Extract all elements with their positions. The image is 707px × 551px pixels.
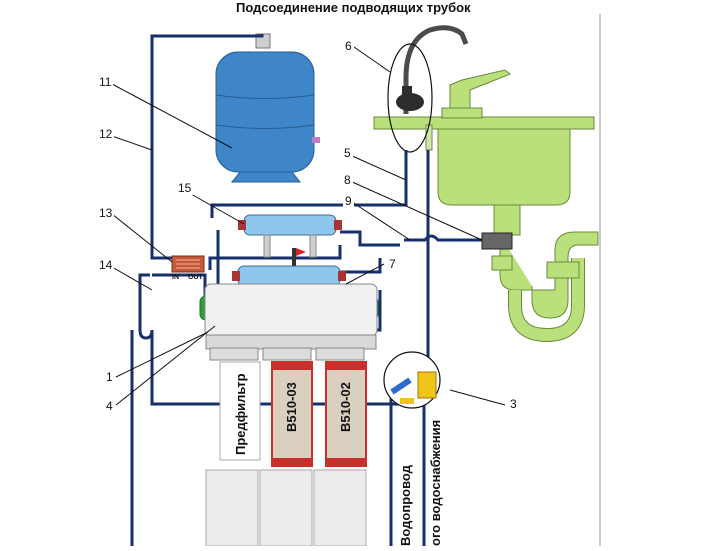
pipes (130, 34, 490, 546)
cartridge-b510-02-label: B510-02 (338, 382, 353, 432)
storage-tank (215, 33, 320, 183)
post-filter (238, 214, 342, 258)
callout-3: 3 (508, 397, 519, 411)
callout-6: 6 (343, 39, 354, 53)
callout-4: 4 (104, 399, 115, 413)
callout-7: 7 (387, 257, 398, 271)
cartridge-b510-03-label: B510-03 (284, 382, 299, 432)
callout-8: 8 (342, 173, 353, 187)
callout-15: 15 (176, 181, 194, 195)
callout-5: 5 (342, 146, 353, 160)
callout-12: 12 (97, 127, 115, 141)
water-supply-label-1: Водопровод (398, 465, 413, 546)
label-out: OUT (188, 274, 203, 281)
filter-bracket (204, 283, 378, 350)
cartridge-b510-03 (271, 361, 313, 467)
housing-3 (313, 469, 367, 547)
faucet-callout-ellipse (387, 43, 433, 153)
drain-saddle (481, 232, 513, 250)
callout-14: 14 (97, 258, 115, 272)
housing-2 (259, 469, 313, 547)
housing-1 (205, 469, 259, 547)
sink (373, 69, 599, 343)
diagram-title: Подсоединение подводящих трубок (236, 0, 471, 15)
leader-lines (111, 46, 506, 406)
callout-9: 9 (343, 194, 354, 208)
inlet-valve (383, 351, 441, 409)
callout-1: 1 (104, 370, 115, 384)
callout-11: 11 (97, 75, 114, 89)
water-supply-label-2: ого водоснабжения (428, 419, 443, 546)
flow-restrictor (171, 255, 205, 273)
prefilter-label: Предфильтр (233, 373, 248, 455)
prefilter-cartridge (219, 361, 261, 461)
callout-13: 13 (97, 206, 115, 220)
cartridge-assembly (205, 347, 367, 547)
label-in: IN (172, 274, 179, 281)
